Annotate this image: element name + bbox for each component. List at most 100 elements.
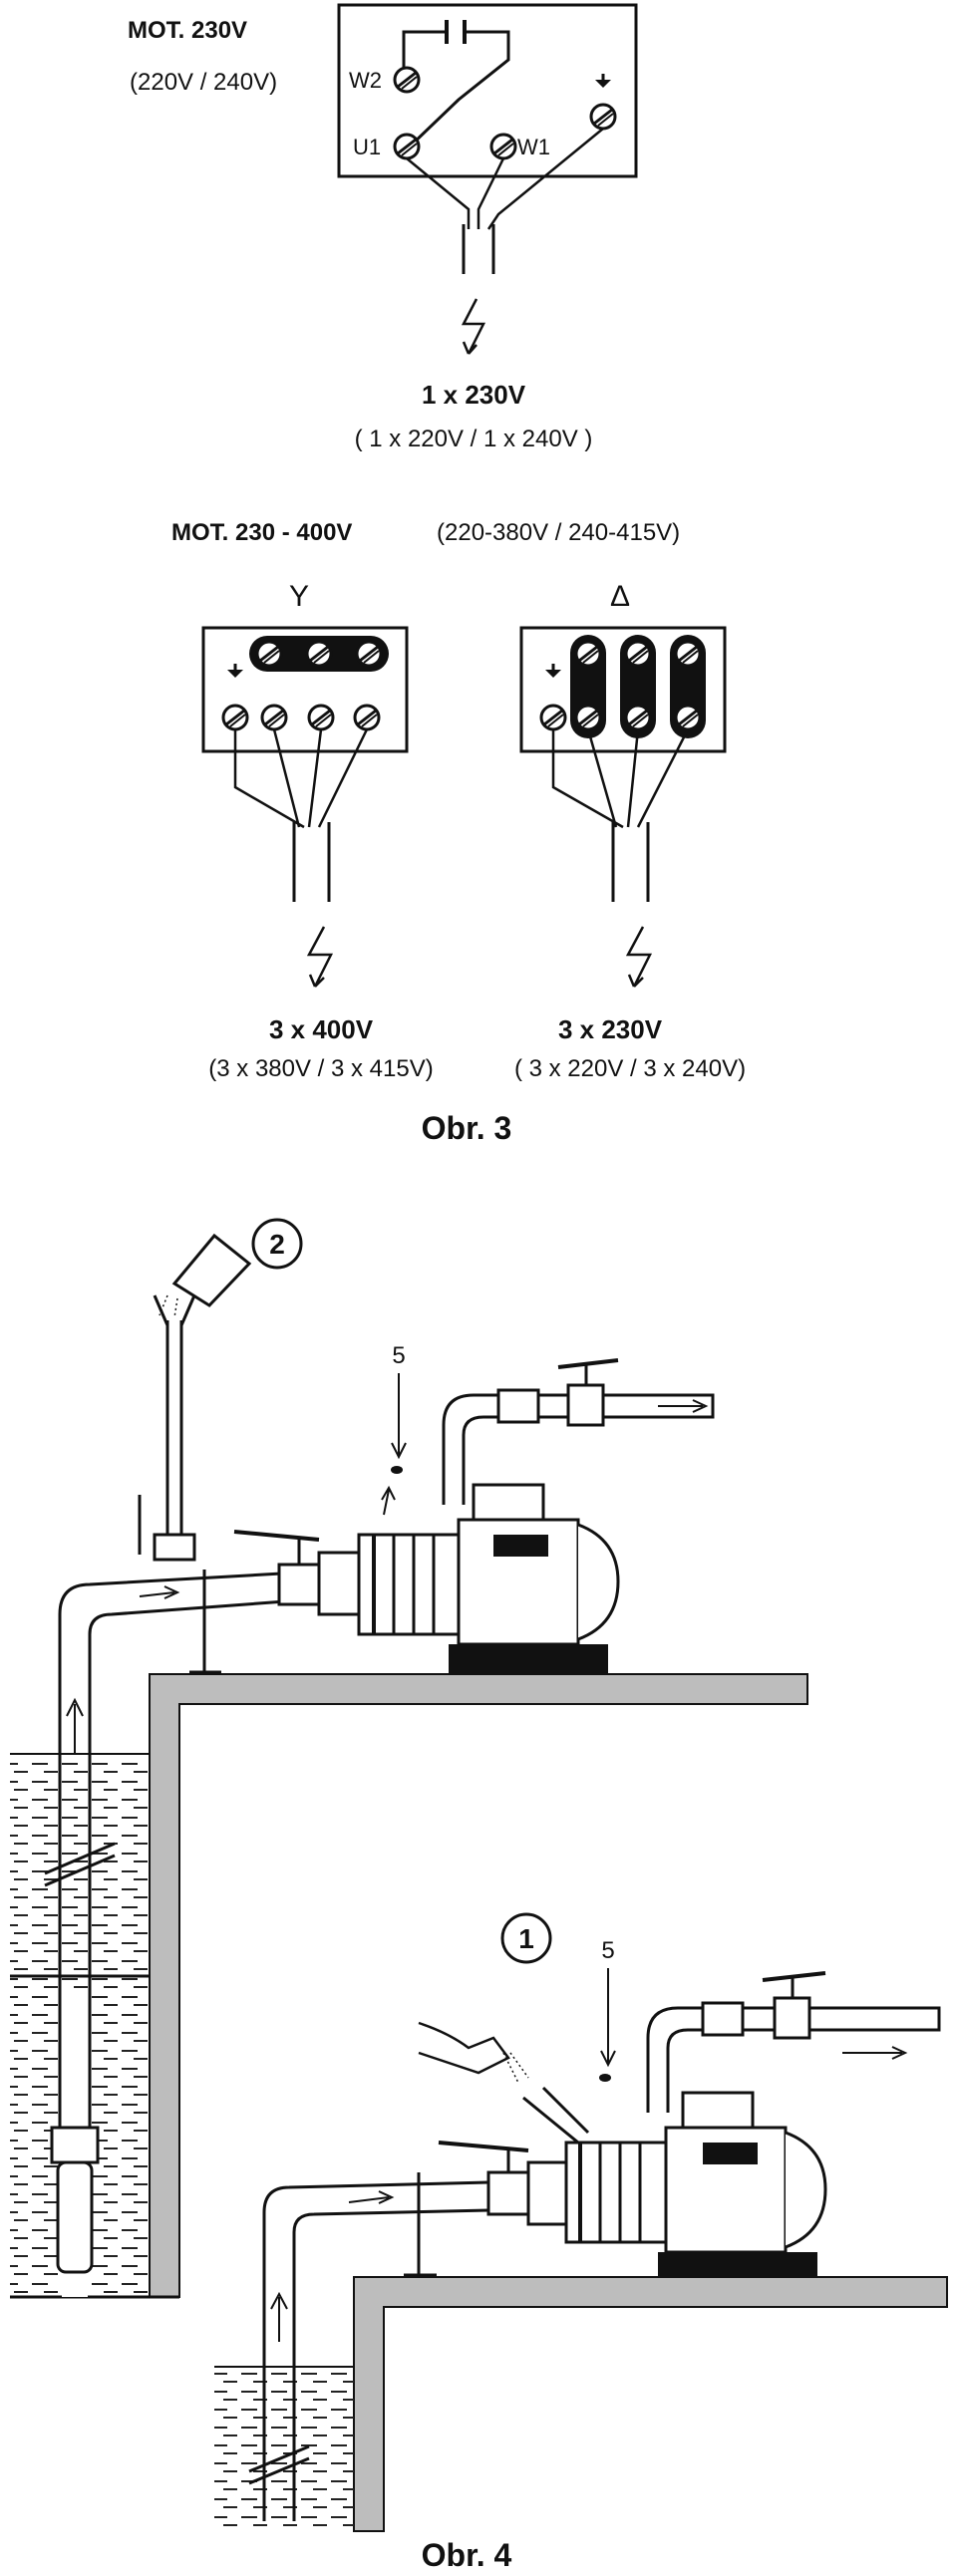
callout-1-label: 1 — [518, 1923, 534, 1954]
delta-screw-top-2 — [624, 640, 652, 668]
suction-valve — [486, 2170, 530, 2216]
foot-valve-head — [50, 2126, 100, 2164]
discharge-valve-handle — [762, 1971, 826, 1982]
terminal-box-single — [337, 3, 638, 178]
supply-3x230-label: 3 x 230V — [558, 1014, 663, 1044]
callout-1-circle — [500, 1912, 552, 1964]
delta-screw-bottom-3 — [674, 704, 702, 731]
terminal-box — [472, 1483, 545, 1522]
motor-230-alt-label: (220V / 240V) — [130, 69, 277, 96]
flow-arrow-up — [66, 1697, 84, 1754]
star-screw-bottom-1 — [260, 704, 288, 731]
pipe-break-mark — [248, 2444, 310, 2473]
discharge-pipe-inner — [462, 1415, 498, 1505]
top-installation-diagram: 2 5 — [10, 1218, 808, 2299]
pipe-break-mark — [248, 2456, 310, 2485]
discharge-valve-handle — [557, 1358, 619, 1369]
supply-3x230-alt-label: ( 3 x 220V / 3 x 240V) — [514, 1055, 746, 1082]
supply-3x400-alt-label: (3 x 380V / 3 x 415V) — [208, 1055, 433, 1082]
suction-pipe-outer — [58, 1571, 300, 2033]
pipe-break-mark — [44, 1854, 116, 1887]
motor-230-label: MOT. 230V — [128, 17, 247, 44]
discharge-pipe-segment — [536, 1393, 570, 1419]
delta-screw-ground — [539, 704, 567, 731]
lightning-icon — [625, 926, 653, 988]
capacitor-wire — [402, 30, 510, 149]
pipe-break-mark — [44, 1842, 116, 1875]
suction-valve — [277, 1563, 321, 1606]
water-bottle-top — [171, 1233, 252, 1307]
delta-screw-bottom-1 — [574, 704, 602, 731]
motor-230-400-alt-label: (220-380V / 240-415V) — [437, 519, 680, 546]
delta-screw-bottom-2 — [624, 704, 652, 731]
vent-plug — [391, 1466, 403, 1474]
pump-base — [658, 2252, 817, 2277]
supply-3x400-label: 3 x 400V — [269, 1014, 374, 1044]
callout-2-label: 2 — [269, 1229, 285, 1260]
discharge-valve — [773, 1996, 811, 2040]
discharge-pipe-outer — [646, 2006, 703, 2113]
bottom-installation-diagram: 1 5 Obr. 4 — [214, 1912, 948, 2573]
foot-valve-body — [56, 2160, 94, 2274]
star-screw-top-2 — [305, 640, 333, 668]
pump-base — [449, 1644, 608, 1674]
three-phase-diagram: MOT. 230 - 400V (220-380V / 240-415V) Y … — [171, 519, 746, 1146]
discharge-union — [496, 1388, 540, 1424]
discharge-pipe-outer — [442, 1393, 498, 1505]
discharge-pipe-inner — [666, 2028, 703, 2113]
vent-plug — [599, 2074, 611, 2082]
label-5-top: 5 — [392, 1342, 405, 1369]
motor-230-400-label: MOT. 230 - 400V — [171, 519, 352, 546]
delta-screw-top-1 — [574, 640, 602, 668]
callout-2-circle — [251, 1218, 303, 1270]
label-5-bottom: 5 — [601, 1937, 614, 1964]
supply-wires-single — [406, 128, 604, 230]
flow-arrow-right — [348, 2190, 395, 2204]
star-screw-bottom-2 — [307, 704, 335, 731]
funnel — [153, 1294, 196, 1326]
star-screw-top-3 — [355, 640, 383, 668]
leader-arrow — [600, 1968, 616, 2068]
discharge-union — [701, 2001, 745, 2037]
suction-valve-handle — [438, 2141, 529, 2152]
suction-pipe-outer — [262, 2180, 489, 2521]
terminal-w2-screw — [393, 66, 421, 94]
terminal-u1-screw — [393, 133, 421, 160]
star-screw-ground — [221, 704, 249, 731]
lightning-icon — [306, 926, 334, 988]
terminal-ground-screw — [589, 103, 617, 131]
water-tank-right — [214, 2367, 354, 2531]
terminal-w1-label: W1 — [517, 135, 550, 159]
filler-valve — [153, 1533, 196, 1562]
delta-screw-top-3 — [674, 640, 702, 668]
terminal-u1-label: U1 — [353, 135, 381, 159]
supply-wires-star — [233, 728, 369, 829]
pump-hydraulic-body — [564, 2141, 668, 2244]
flow-arrow-right — [139, 1585, 180, 1599]
suction-pipe-inner — [88, 1598, 300, 2033]
suction-union — [317, 1551, 361, 1616]
suction-pipe-inner — [292, 2208, 489, 2521]
motor-end-cap — [785, 2131, 827, 2249]
concrete-wall-bottom — [353, 2276, 948, 2532]
supply-1x230-alt-label: ( 1 x 220V / 1 x 240V ) — [355, 426, 593, 452]
supply-wires-delta — [551, 728, 690, 829]
figure-4-caption: Obr. 4 — [422, 2537, 512, 2573]
water-pour — [502, 2052, 529, 2084]
delta-symbol: Δ — [610, 580, 630, 613]
discharge-valve — [566, 1383, 605, 1427]
star-screw-top-1 — [255, 640, 283, 668]
flow-arrow-up — [270, 2291, 288, 2342]
star-screw-bottom-3 — [353, 704, 381, 731]
discharge-pipe-segment — [741, 2006, 777, 2032]
lightning-icon — [461, 298, 486, 355]
terminal-w2-label: W2 — [349, 68, 382, 93]
hand-with-bottle — [418, 2021, 510, 2075]
air-arrow — [381, 1485, 396, 1516]
supply-1x230-label: 1 x 230V — [422, 380, 526, 410]
rating-plate — [493, 1535, 548, 1557]
flow-arrow-right — [658, 1399, 709, 1413]
priming-funnel — [522, 2086, 590, 2145]
suction-valve-handle — [233, 1530, 320, 1542]
